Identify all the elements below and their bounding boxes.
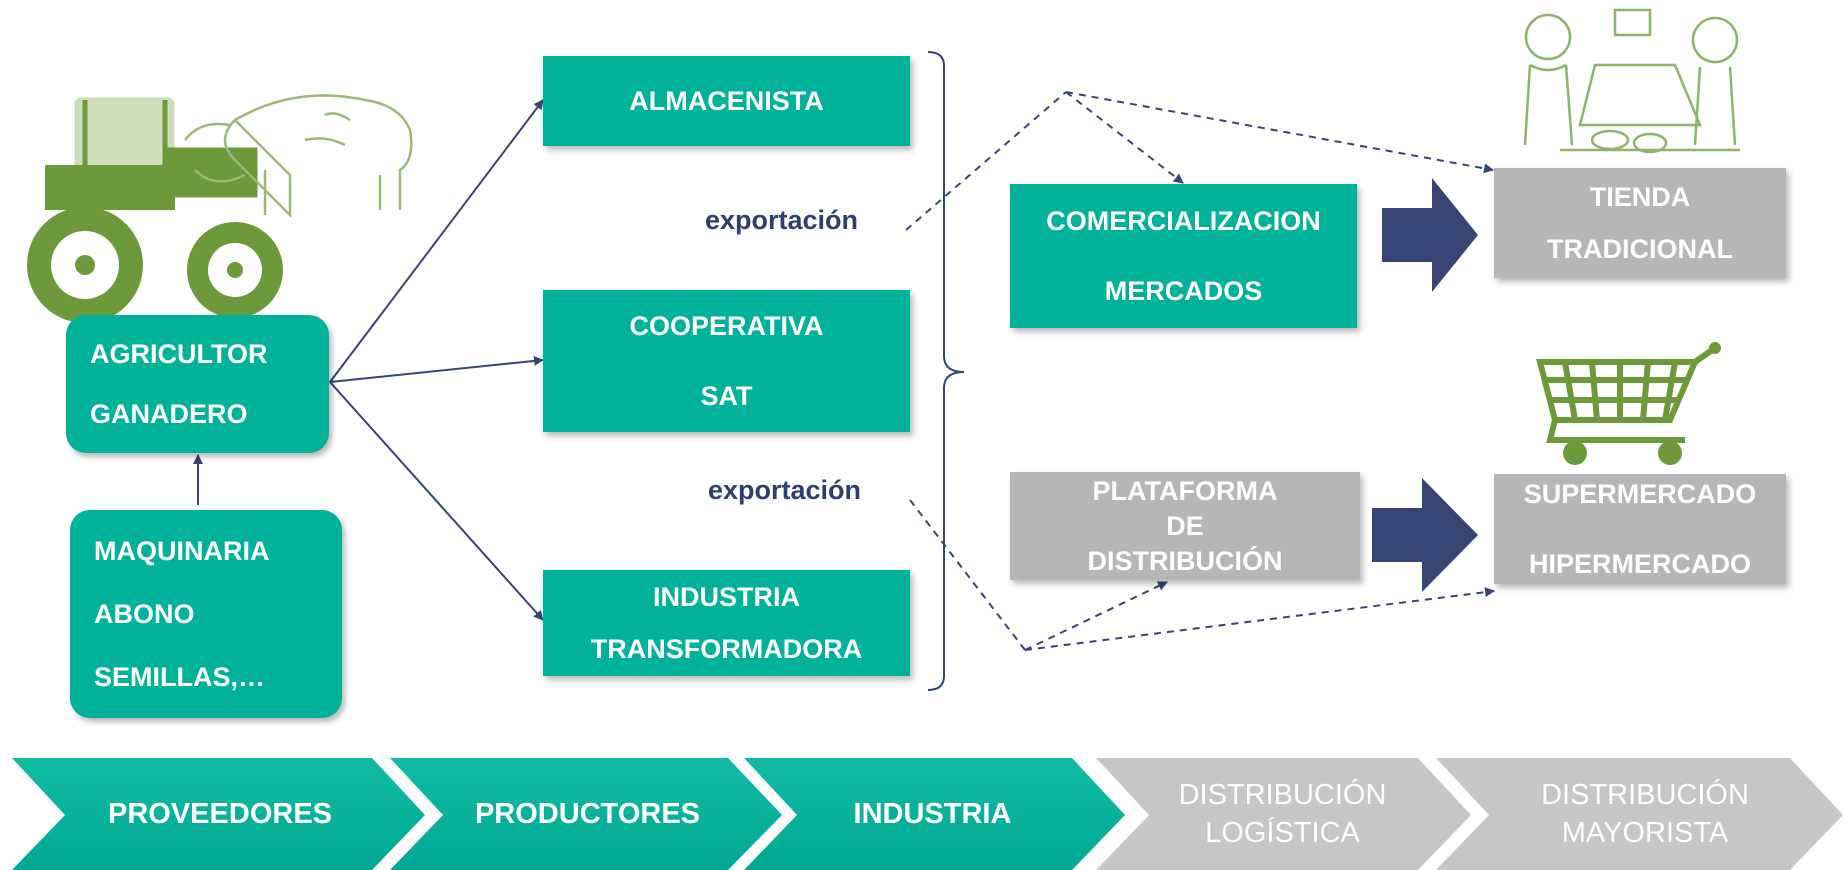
supplier-line-3: SEMILLAS,…	[94, 661, 266, 692]
chevron-distribucion-logistica: DISTRIBUCIÓN LOGÍSTICA	[1150, 758, 1415, 870]
plataforma-line-3: DISTRIBUCIÓN	[1087, 545, 1283, 576]
chevron-distribucion-mayorista: DISTRIBUCIÓN MAYORISTA	[1500, 758, 1790, 870]
chevron-logistica-line-1: DISTRIBUCIÓN	[1178, 779, 1387, 811]
plataforma-box: PLATAFORMA DE DISTRIBUCIÓN	[1010, 472, 1360, 580]
dashed-hub-to-plataforma	[1024, 581, 1168, 651]
chevron-industria: INDUSTRIA	[800, 758, 1065, 870]
plataforma-line-1: PLATAFORMA	[1092, 475, 1278, 506]
right-arrow-icon	[1372, 478, 1478, 592]
right-brace	[927, 51, 965, 691]
cows-icon	[184, 94, 413, 219]
supermercado-line-1: SUPERMERCADO	[1523, 479, 1757, 509]
dashed-hub-to-supermercado	[1024, 587, 1495, 651]
supplier-line-2: ABONO	[94, 598, 195, 629]
comercializacion-box: COMERCIALIZACION MERCADOS	[1010, 184, 1357, 328]
chevron-industria-label: INDUSTRIA	[853, 797, 1012, 830]
supermercado-box: SUPERMERCADO HIPERMERCADO	[1494, 474, 1786, 584]
dashed-hub-to-comercializacion	[1065, 91, 1184, 184]
almacenista-label: ALMACENISTA	[629, 85, 824, 116]
tienda-box: TIENDA TRADICIONAL	[1494, 168, 1786, 278]
industria-line-1: INDUSTRIA	[653, 582, 800, 612]
arrow-farmer-to-industria	[329, 381, 544, 621]
right-arrow-icon	[1382, 178, 1478, 292]
chevron-productores-label: PRODUCTORES	[474, 797, 701, 830]
farmer-line-1: AGRICULTOR	[90, 339, 268, 369]
export-label-1: exportación	[705, 205, 859, 235]
arrow-farmer-to-cooperativa	[329, 355, 544, 383]
dashed-export2-to-hub	[909, 499, 1026, 651]
shopping-cart-icon	[1536, 342, 1721, 465]
chevron-productores: PRODUCTORES	[445, 758, 730, 870]
chevron-shape-distribucion-logistica	[1096, 758, 1471, 870]
arrow-farmer-to-almacenista	[329, 99, 544, 383]
plataforma-line-2: DE	[1166, 510, 1204, 541]
chevron-logistica-line-2: LOGÍSTICA	[1205, 817, 1360, 849]
chevron-shape-proveedores	[12, 758, 425, 870]
dashed-export1-to-hub	[905, 91, 1067, 231]
chevron-proveedores: PROVEEDORES	[70, 758, 370, 870]
shopkeepers-icon	[1523, 8, 1740, 154]
comercializacion-line-1: COMERCIALIZACION	[1046, 206, 1321, 236]
almacenista-box: ALMACENISTA	[543, 56, 910, 146]
tienda-line-1: TIENDA	[1589, 182, 1691, 212]
industria-line-2: TRANSFORMADORA	[590, 634, 863, 664]
chevron-shape-industria	[744, 758, 1125, 870]
chevron-shape-distribucion-mayorista	[1436, 758, 1843, 870]
supplier-line-1: MAQUINARIA	[94, 535, 270, 566]
tienda-line-2: TRADICIONAL	[1547, 234, 1733, 264]
farmer-line-2: GANADERO	[90, 399, 248, 429]
farmer-box: AGRICULTOR GANADERO	[66, 315, 329, 453]
cooperativa-box: COOPERATIVA SAT	[543, 290, 910, 432]
comercializacion-line-2: MERCADOS	[1104, 276, 1263, 306]
supplier-box: MAQUINARIA ABONO SEMILLAS,…	[70, 510, 342, 718]
chevron-mayorista-line-2: MAYORISTA	[1561, 817, 1729, 849]
chevron-proveedores-label: PROVEEDORES	[108, 797, 332, 830]
supermercado-line-2: HIPERMERCADO	[1528, 549, 1751, 579]
chevron-mayorista-line-1: DISTRIBUCIÓN	[1541, 779, 1749, 811]
industria-box: INDUSTRIA TRANSFORMADORA	[543, 570, 910, 676]
chevron-shape-productores	[390, 758, 782, 870]
tractor-icon	[27, 97, 283, 323]
cooperativa-line-1: COOPERATIVA	[629, 311, 824, 341]
export-label-2: exportación	[708, 475, 862, 505]
cooperativa-line-2: SAT	[700, 381, 753, 411]
